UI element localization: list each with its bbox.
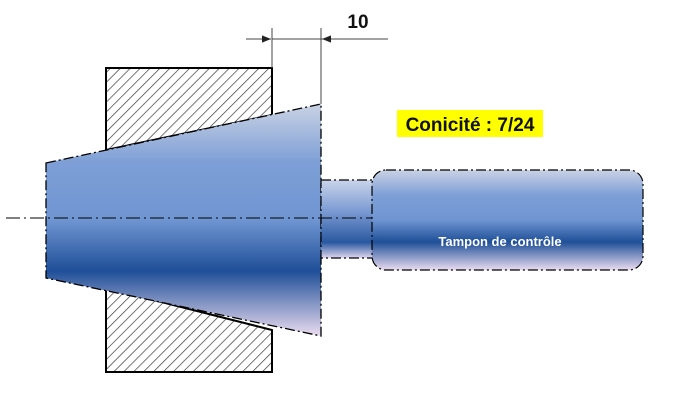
gauge-handle	[371, 169, 644, 271]
gauge-label: Tampon de contrôle	[438, 234, 561, 249]
taper-plug-body	[45, 103, 322, 337]
conicity-highlight	[397, 110, 543, 137]
gauge-neck	[320, 179, 374, 259]
dimension-value: 10	[347, 12, 368, 33]
bore-section-bottom	[105, 286, 273, 373]
conicity-label: Conicité : 7/24	[406, 115, 535, 136]
